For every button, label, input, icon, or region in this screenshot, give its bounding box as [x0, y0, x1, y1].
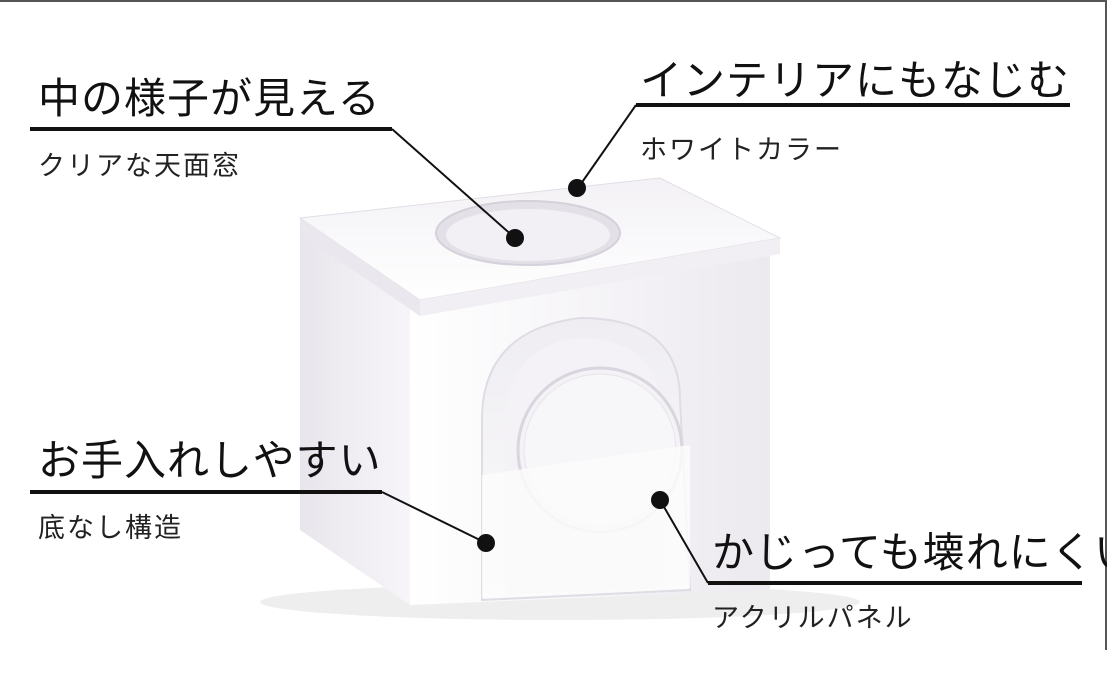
callout-subtext: クリアな天面窓 [38, 151, 241, 182]
callout-heading: インテリアにもなじむ [640, 56, 1071, 105]
callout-bottomless: お手入れしやすい 底なし構造 [38, 440, 382, 545]
callout-subtext: 底なし構造 [38, 513, 183, 544]
callout-white-color: インテリアにもなじむ ホワイトカラー [640, 60, 1070, 167]
frame-border-right [1105, 0, 1107, 650]
frame-border-top [0, 0, 1107, 2]
callout-heading: 中の様子が見える [38, 74, 381, 123]
callout-acrylic-panel: かじっても壊れにくい アクリルパネル [712, 532, 1107, 635]
callout-subtext: アクリルパネル [712, 603, 914, 634]
callout-heading: かじっても壊れにくい [712, 528, 1107, 577]
callout-heading: お手入れしやすい [38, 436, 382, 485]
callout-subtext: ホワイトカラー [640, 135, 843, 166]
callout-top-window: 中の様子が見える クリアな天面窓 [38, 78, 381, 183]
